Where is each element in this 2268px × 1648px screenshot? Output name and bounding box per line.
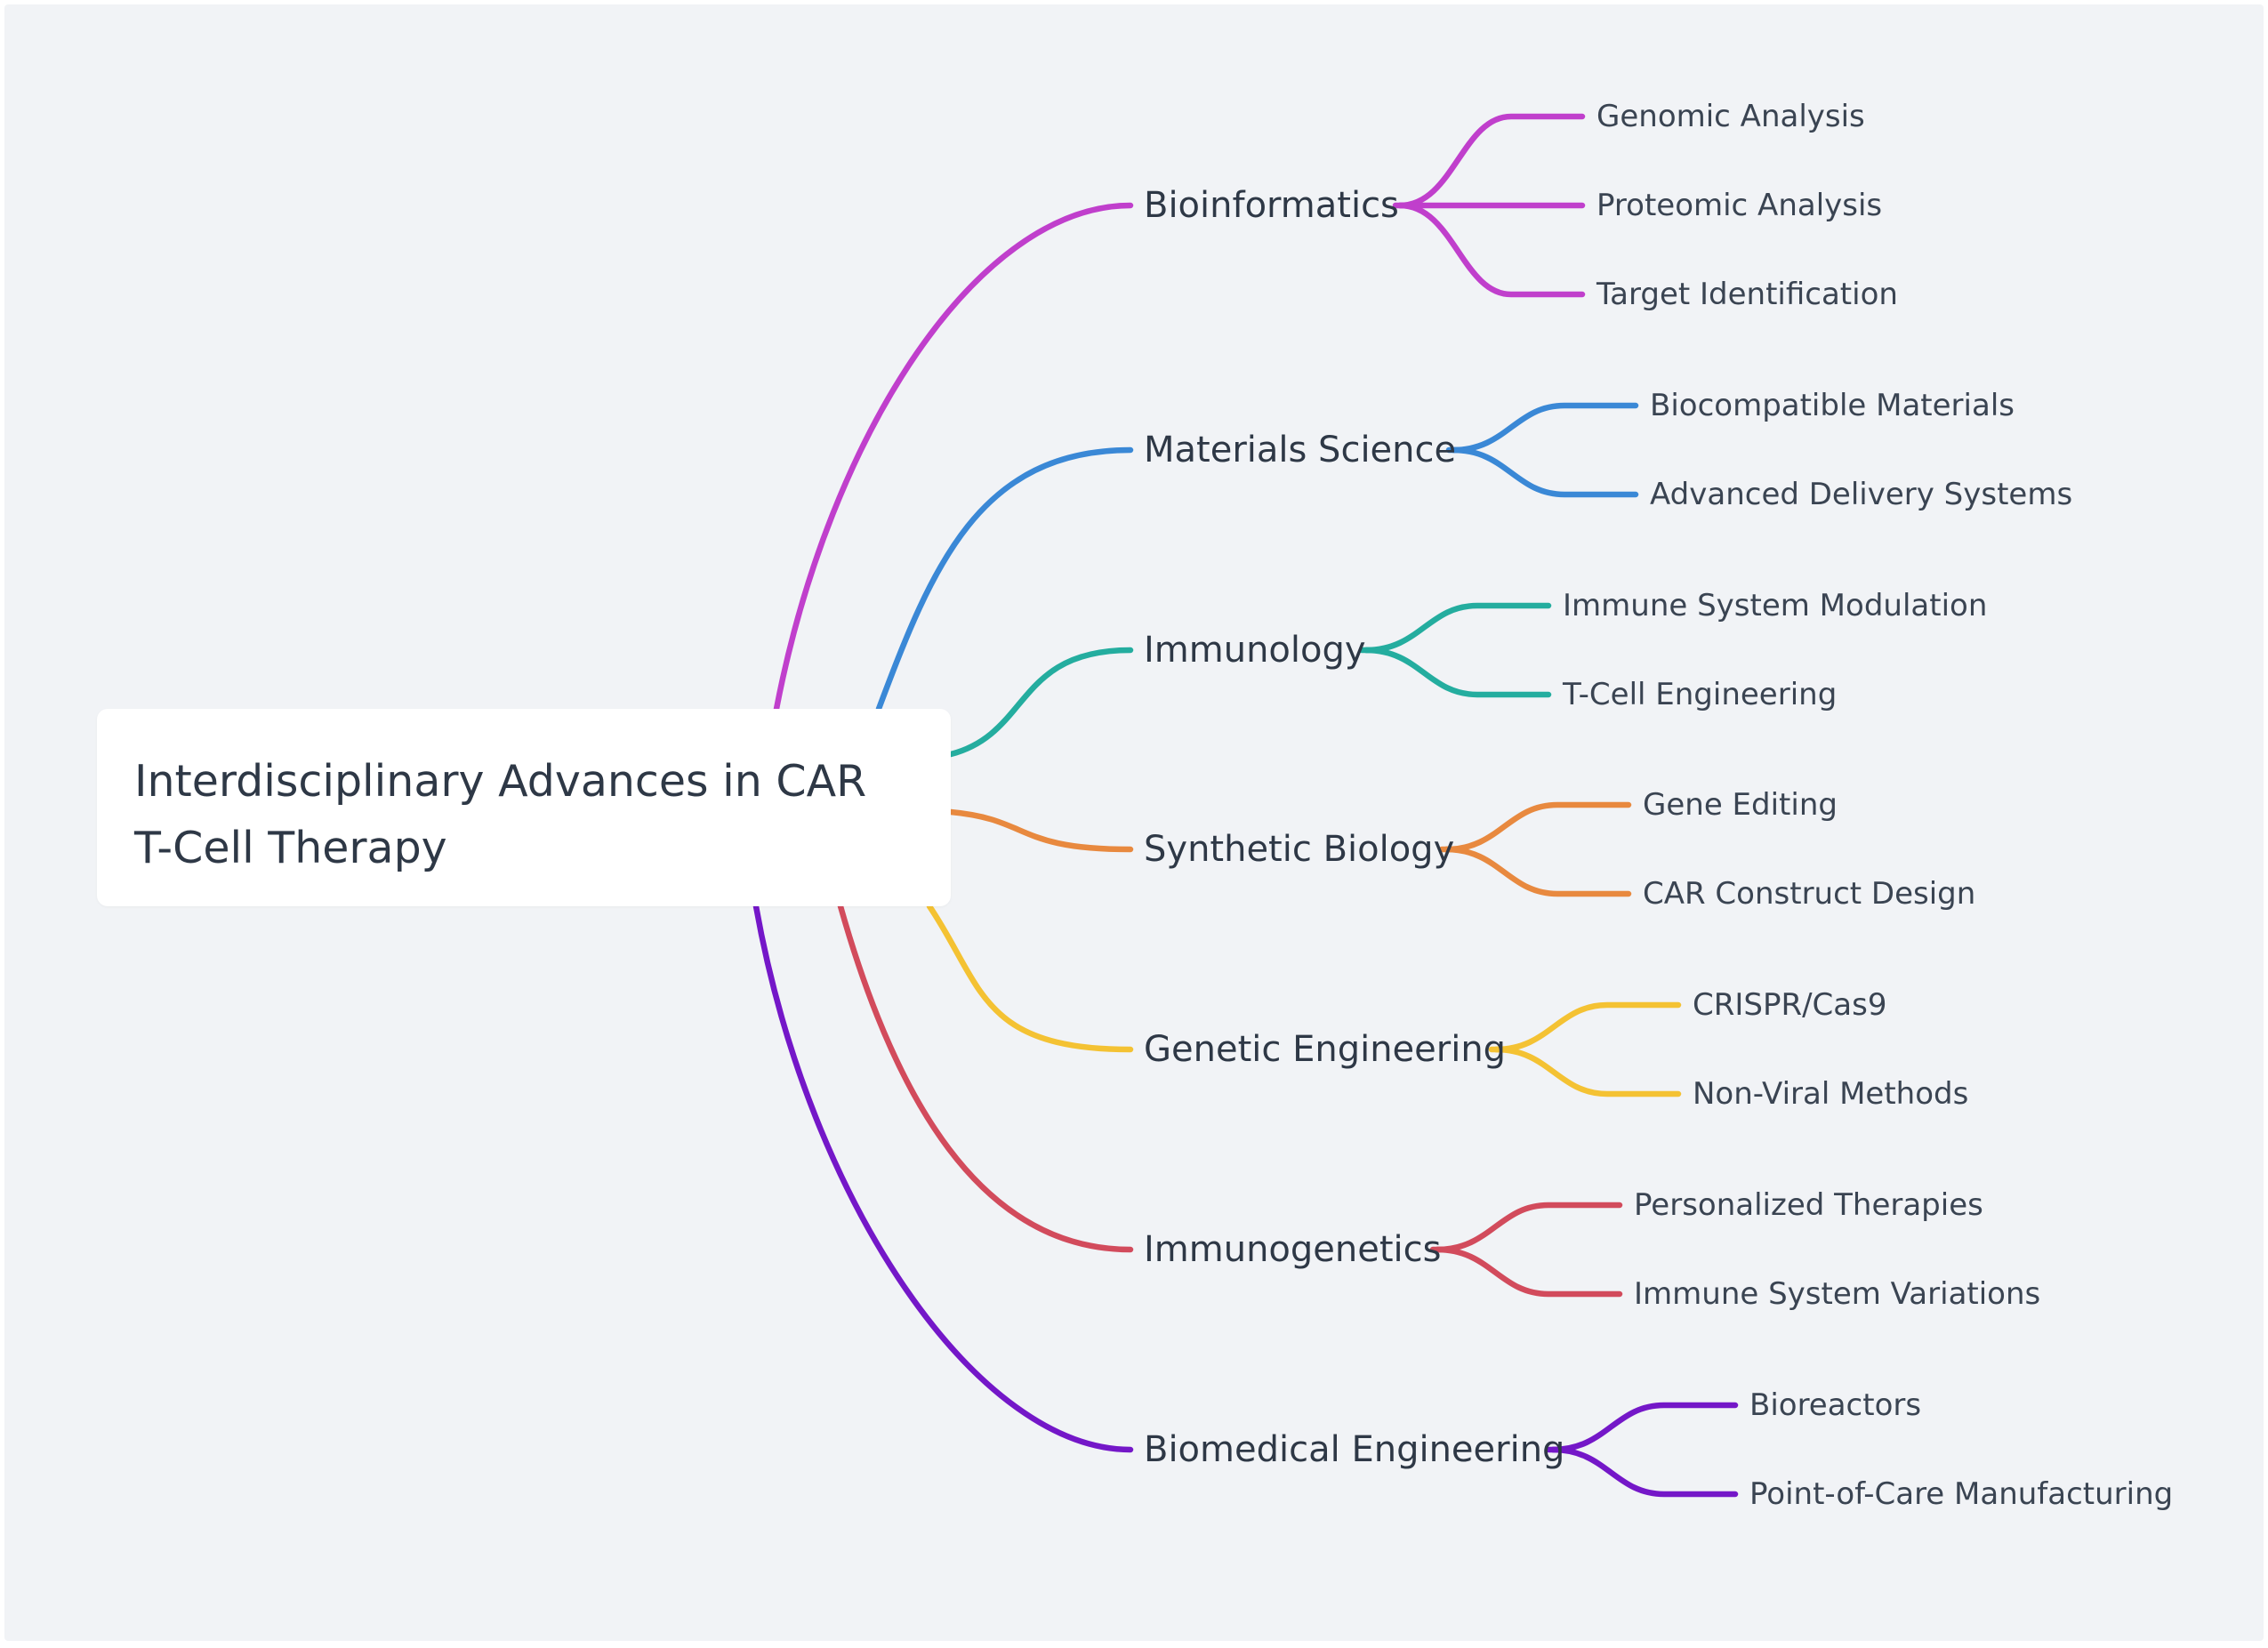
leaf-node-label[interactable]: CAR Construct Design xyxy=(1643,876,1976,912)
connector-branch-to-leaf xyxy=(1434,1246,1623,1298)
connector-branch-to-leaf xyxy=(1549,1402,1739,1453)
connector-branch-to-leaf xyxy=(1443,846,1632,897)
connector-branch-to-leaf xyxy=(1363,602,1552,654)
mindmap-connectors xyxy=(752,113,1739,1498)
connector-branch-to-leaf xyxy=(1450,446,1639,498)
branch-node-label[interactable]: Genetic Engineering xyxy=(1144,1029,1507,1070)
branch-node-label[interactable]: Bioinformatics xyxy=(1144,185,1399,226)
leaf-node-label[interactable]: Genomic Analysis xyxy=(1596,99,1865,134)
branch-node-label[interactable]: Biomedical Engineering xyxy=(1144,1429,1565,1470)
branch-node-label[interactable]: Synthetic Biology xyxy=(1144,829,1455,870)
branch-node-label[interactable]: Immunogenetics xyxy=(1144,1229,1442,1270)
connector-root-to-branch xyxy=(837,903,1134,1253)
branch-node-label[interactable]: Materials Science xyxy=(1144,430,1457,470)
leaf-node-label[interactable]: Point-of-Care Manufacturing xyxy=(1749,1476,2174,1512)
leaf-node-label[interactable]: Advanced Delivery Systems xyxy=(1650,477,2073,512)
leaf-node-label[interactable]: T-Cell Engineering xyxy=(1563,677,1838,712)
leaf-node-label[interactable]: Bioreactors xyxy=(1749,1387,1922,1423)
leaf-node-label[interactable]: Gene Editing xyxy=(1643,787,1838,823)
connector-root-to-branch xyxy=(875,446,1134,712)
connector-root-to-branch xyxy=(947,647,1134,758)
leaf-node-label[interactable]: Biocompatible Materials xyxy=(1650,388,2015,423)
root-node-label: Interdisciplinary Advances in CAR T-Cell… xyxy=(134,756,867,873)
leaf-node-label[interactable]: Immune System Modulation xyxy=(1563,588,1988,623)
connector-root-to-branch xyxy=(926,903,1134,1053)
leaf-node-label[interactable]: CRISPR/Cas9 xyxy=(1693,987,1887,1023)
connector-branch-to-leaf xyxy=(1450,402,1639,454)
leaf-node-label[interactable]: Proteomic Analysis xyxy=(1596,188,1883,223)
connector-branch-to-leaf xyxy=(1492,1001,1682,1053)
connector-root-to-branch xyxy=(947,808,1134,853)
connector-branch-to-leaf xyxy=(1363,647,1552,698)
connector-branch-to-leaf xyxy=(1434,1202,1623,1253)
connector-root-to-branch xyxy=(752,903,1134,1453)
root-node[interactable]: Interdisciplinary Advances in CAR T-Cell… xyxy=(97,709,951,906)
connector-branch-to-leaf xyxy=(1492,1046,1682,1097)
connector-branch-to-leaf xyxy=(1396,113,1586,209)
connector-branch-to-leaf xyxy=(1443,801,1632,853)
mindmap-canvas: Interdisciplinary Advances in CAR T-Cell… xyxy=(4,4,2264,1641)
leaf-node-label[interactable]: Target Identification xyxy=(1596,277,1898,312)
branch-node-label[interactable]: Immunology xyxy=(1144,630,1366,671)
leaf-node-label[interactable]: Personalized Therapies xyxy=(1634,1187,1983,1223)
connector-branch-to-leaf xyxy=(1549,1446,1739,1498)
connector-root-to-branch xyxy=(773,202,1134,712)
leaf-node-label[interactable]: Non-Viral Methods xyxy=(1693,1076,1969,1112)
connector-branch-to-leaf xyxy=(1396,202,1586,298)
leaf-node-label[interactable]: Immune System Variations xyxy=(1634,1276,2041,1312)
